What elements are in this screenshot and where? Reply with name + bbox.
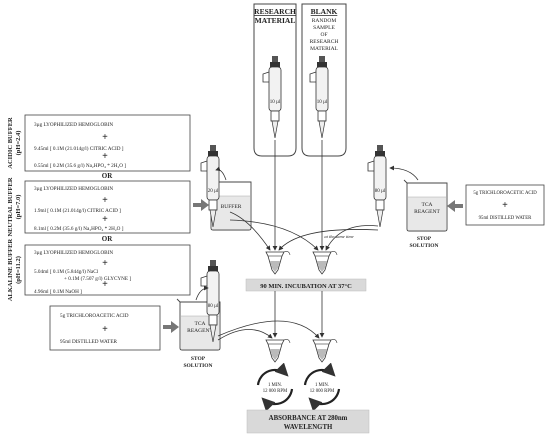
centrifuge-research-1: 1 MIN.	[268, 383, 282, 388]
tube-research-2	[265, 338, 291, 363]
blank-desc-3: OF	[320, 32, 327, 38]
tca-recipe-right-2: 95ml DISTILLED WATER	[479, 216, 532, 221]
pipette-blank-vol: 10 µl	[317, 100, 328, 105]
neutral-line2: 8.1ml [ 0.2M (35.6 g/l) Na₂HPO₄ * 2H₂O ]	[34, 225, 124, 232]
tca-right-1: TCA	[422, 202, 433, 208]
blank-desc-2: SAMPLE	[313, 25, 335, 31]
plus-sign: +	[102, 279, 108, 290]
blank-title: BLANK	[311, 7, 338, 16]
neutral-ph: (pH=7.0)	[15, 195, 22, 220]
tca-right-2: REAGENT	[414, 209, 440, 215]
acidic-hemoglobin: 3µg LYOPHILIZED HEMOGLOBIN	[34, 122, 113, 128]
pipette-research-vol: 10 µl	[270, 100, 281, 105]
plus-sign: +	[102, 151, 108, 162]
research-label-2: MATERIAL	[255, 16, 296, 25]
plus-sign: +	[102, 132, 108, 143]
alkaline-line1b: + 0.1M (7.507 g/l) GLYCYNE ]	[64, 275, 131, 282]
alkaline-hemoglobin: 3µg LYOPHILIZED HEMOGLOBIN	[34, 250, 113, 256]
acidic-line1: 9.45ml [ 0.1M (21.014g/l) CITRIC ACID ]	[34, 145, 124, 152]
stop-right-2: SOLUTION	[409, 243, 438, 249]
absorbance-line2: WAVELENGTH	[284, 424, 333, 431]
flow-tca-to-tube1	[278, 229, 379, 251]
plus-sign: +	[102, 324, 108, 335]
absorbance-box	[246, 409, 370, 434]
pipette-tca-right-vol: 80 µl	[375, 189, 386, 194]
tca-left-1: TCA	[195, 321, 206, 327]
blank-desc-4: RESEARCH	[310, 39, 339, 45]
incubation-label: 90 MIN. INCUBATION AT 37°C	[260, 283, 352, 290]
acidic-buffer-box: 3µg LYOPHILIZED HEMOGLOBIN + 9.45ml [ 0.…	[24, 114, 191, 172]
flow-buffer-to-tube2	[229, 219, 319, 251]
centrifuge-blank-1: 1 MIN.	[315, 383, 329, 388]
incubation-box	[245, 278, 367, 292]
or-label: OR	[102, 235, 113, 243]
tca-recipe-left-2: 95ml DISTILLED WATER	[60, 339, 117, 345]
neutral-line1: 1.9ml [ 0.1M (21.014g/l) CITRIC ACID ]	[34, 207, 121, 214]
curve-tca-to-pipette-left	[195, 285, 209, 301]
pipette-tca-right	[367, 144, 387, 228]
alkaline-buffer-box: 3µg LYOPHILIZED HEMOGLOBIN + 5.04ml [ 0.…	[24, 244, 191, 296]
flow-tca-to-tube2	[325, 225, 379, 251]
pipette-buffer-vol: 20 µl	[208, 189, 219, 194]
flow-tca-left-to-tube1	[217, 329, 273, 341]
centrifuge-blank-2: 12 000 RPM	[310, 389, 335, 394]
stop-right-1: STOP	[417, 236, 432, 242]
blank-desc-1: RANDOM	[312, 18, 337, 24]
tube-blank-1	[312, 250, 338, 275]
tca-recipe-left-1: 5g TRICHLOROACETIC ACID	[60, 313, 129, 319]
alkaline-ph: (pH=11.2)	[15, 256, 22, 284]
arrow-buffer-to-beaker	[193, 199, 209, 211]
plus-sign: +	[102, 258, 108, 269]
same-time-note: at the same time	[324, 234, 353, 239]
acidic-line2: 0.55ml [ 0.2M (35.6 g/l) Na₂HPO₄ * 2H₂O …	[34, 162, 126, 169]
acidic-ph: (pH=2.4)	[15, 131, 22, 156]
tca-recipe-box-left: 5g TRICHLOROACETIC ACID + 95ml DISTILLED…	[49, 305, 161, 351]
arrow-recipe-to-beaker-right	[447, 200, 463, 212]
tube-research-1	[265, 250, 291, 275]
flow-buffer-to-tube1	[229, 211, 271, 251]
blank-desc-5: MATERIAL	[310, 46, 338, 52]
acidic-side-label: ACIDIC BUFFER	[7, 117, 14, 169]
curve-tca-to-pipette-right	[389, 165, 419, 181]
centrifuge-research-2: 12 000 RPM	[263, 389, 288, 394]
plus-sign: +	[502, 200, 508, 211]
absorbance-line1: ABSORBANCE AT 280nm	[269, 415, 348, 422]
pipette-tca-left-vol: 80 µl	[208, 304, 219, 309]
neutral-buffer-box: 3µg LYOPHILIZED HEMOGLOBIN + 1.9ml [ 0.1…	[24, 180, 191, 234]
alkaline-side-label: ALKALINE BUFFER	[7, 239, 14, 302]
tca-recipe-box-right: 5g TRICHLOROACETIC ACID + 95ml DISTILLED…	[465, 184, 545, 226]
plus-sign: +	[102, 214, 108, 225]
tca-recipe-right-1: 5g TRICHLOROACETIC ACID	[473, 191, 537, 196]
neutral-side-label: NEUTRAL BUFFER	[7, 177, 14, 236]
or-label: OR	[102, 172, 113, 180]
research-label-1: RESEARCH	[254, 7, 296, 16]
tca-left-2: REAGENT	[187, 328, 213, 334]
plus-sign: +	[102, 195, 108, 206]
stop-left-1: STOP	[191, 356, 206, 362]
flow-tca-left-to-tube2	[217, 320, 320, 339]
stop-left-2: SOLUTION	[183, 363, 212, 369]
arrow-recipe-to-beaker-left	[163, 321, 179, 333]
tube-blank-2	[312, 338, 338, 363]
alkaline-line1a: 5.04ml [ 0.1M (5.844g/l) NaCl	[34, 268, 99, 275]
alkaline-line2: 4.96ml [ 0.1M NaOH ]	[34, 289, 82, 295]
buffer-beaker-label: BUFFER	[221, 204, 242, 210]
curve-beaker-to-pipette	[215, 166, 227, 181]
neutral-hemoglobin: 3µg LYOPHILIZED HEMOGLOBIN	[34, 186, 113, 192]
